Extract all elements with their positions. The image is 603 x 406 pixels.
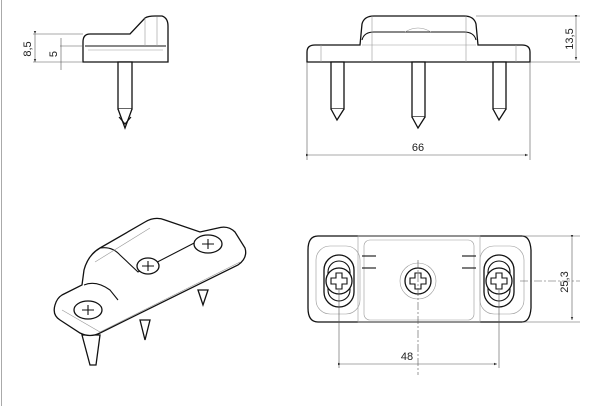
isometric-view: [53, 217, 247, 366]
screw-iso-left: [73, 300, 103, 320]
dim-total-height: 8,5: [22, 41, 34, 56]
dim-screw-spacing: 48: [401, 351, 413, 363]
pin-center: [411, 61, 426, 130]
dim-width: 25,3: [559, 271, 571, 292]
front-view: 66 13,5: [306, 15, 580, 160]
top-view: 48 25,3: [307, 235, 580, 375]
pin-right: [492, 61, 507, 122]
pin-left: [330, 61, 345, 122]
dim-plate-height: 5: [48, 51, 60, 57]
screw-iso-center: [136, 257, 160, 275]
dim-length: 66: [412, 142, 424, 154]
screw-iso-right: [193, 234, 223, 254]
screw-slot-left: [323, 254, 355, 308]
side-view: 8,5 5: [22, 15, 169, 130]
dim-height: 13,5: [564, 28, 576, 49]
